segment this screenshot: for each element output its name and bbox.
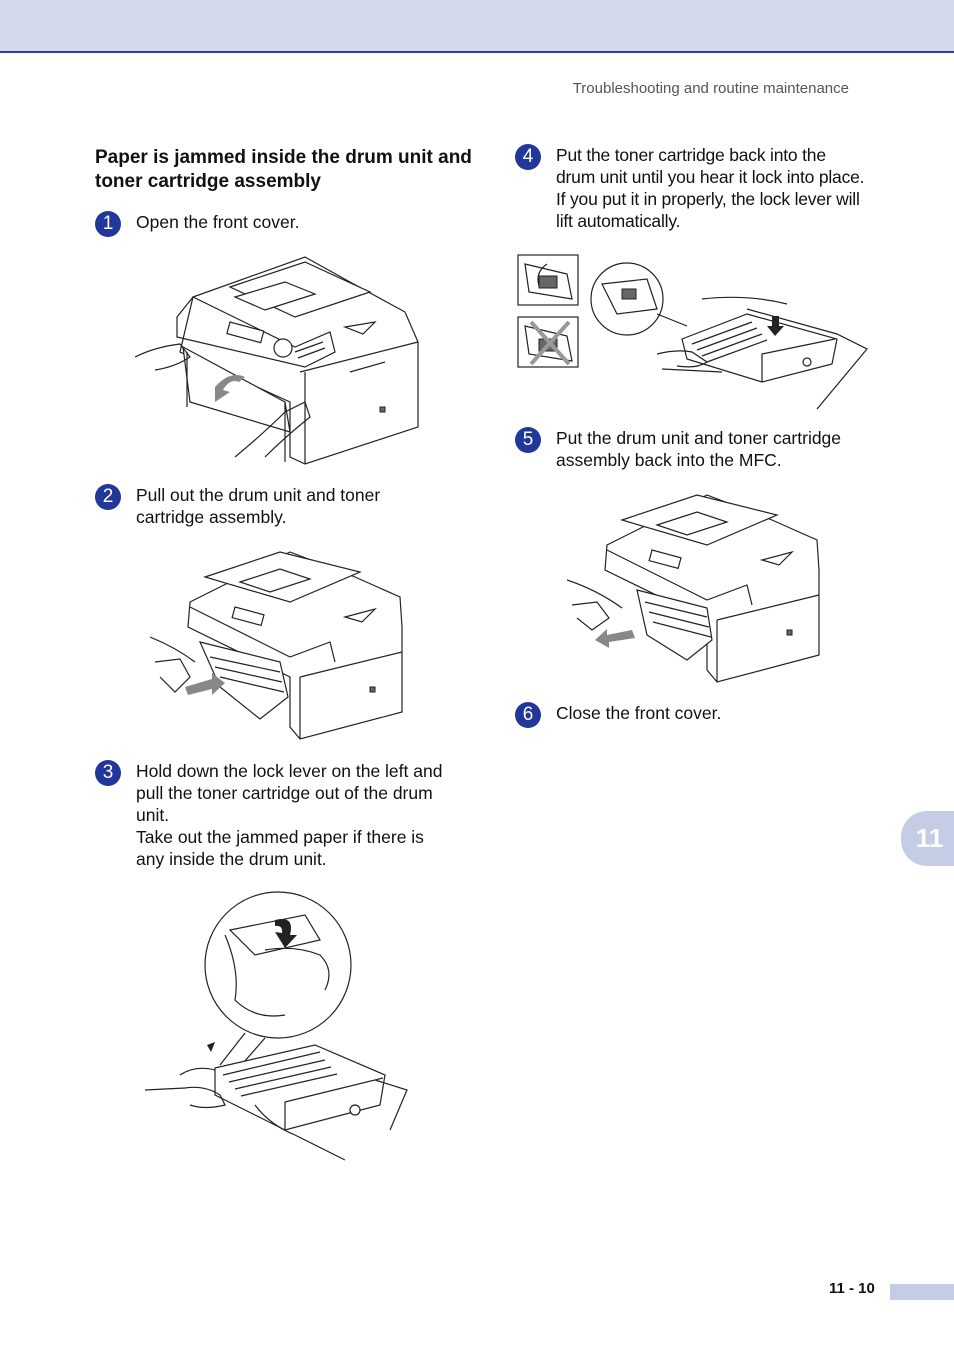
- figure-insert-drum: [567, 490, 827, 685]
- step-line: pull the toner cartridge out of the drum: [136, 783, 433, 803]
- step-number: 4: [515, 144, 541, 170]
- header-band: [0, 0, 954, 53]
- chapter-tab[interactable]: 11: [901, 811, 954, 866]
- step-line: Put the toner cartridge back into the: [556, 145, 826, 165]
- step-number: 2: [95, 484, 121, 510]
- step-line: Close the front cover.: [556, 703, 722, 723]
- step-line: If you put it in properly, the lock leve…: [556, 189, 860, 209]
- page-number: 11 - 10: [829, 1280, 875, 1297]
- step-line: Hold down the lock lever on the left and: [136, 761, 443, 781]
- step-number: 5: [515, 427, 541, 453]
- step-line: lift automatically.: [556, 211, 681, 231]
- step-line: Open the front cover.: [136, 212, 300, 232]
- step-number: 3: [95, 760, 121, 786]
- figure-remove-toner: [145, 890, 415, 1170]
- running-header: Troubleshooting and routine maintenance: [572, 80, 849, 97]
- figure-pull-out-drum: [150, 547, 410, 742]
- step-line: any inside the drum unit.: [136, 849, 327, 869]
- step-line: Pull out the drum unit and toner: [136, 485, 381, 505]
- step-text: Hold down the lock lever on the left and…: [136, 760, 476, 870]
- step-line: Take out the jammed paper if there is: [136, 827, 424, 847]
- step-text: Pull out the drum unit and toner cartrid…: [136, 484, 466, 528]
- step-line: cartridge assembly.: [136, 507, 287, 527]
- step-line: drum unit until you hear it lock into pl…: [556, 167, 865, 187]
- step-text: Put the drum unit and toner cartridge as…: [556, 427, 896, 471]
- footer-bar: [890, 1284, 954, 1300]
- step-text: Close the front cover.: [556, 702, 886, 724]
- step-number: 1: [95, 211, 121, 237]
- step-line: unit.: [136, 805, 170, 825]
- step-text: Open the front cover.: [136, 211, 466, 233]
- figure-insert-toner: [517, 254, 879, 414]
- figure-open-front-cover: [135, 252, 425, 467]
- step-text: Put the toner cartridge back into the dr…: [556, 144, 896, 232]
- step-line: Put the drum unit and toner cartridge: [556, 428, 842, 448]
- section-title: Paper is jammed inside the drum unit and…: [95, 147, 472, 192]
- step-number: 6: [515, 702, 541, 728]
- step-line: assembly back into the MFC.: [556, 450, 782, 470]
